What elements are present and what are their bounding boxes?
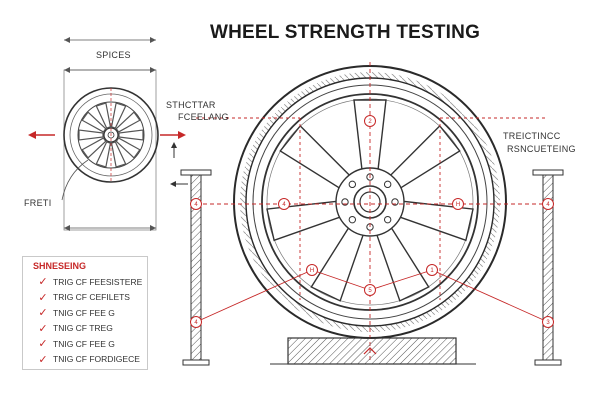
marker-right-post-bottom: 3: [542, 316, 554, 328]
svg-text:4: 4: [194, 202, 198, 208]
lug-nut: [348, 215, 357, 224]
marker-left-post-bottom: 4: [190, 316, 202, 328]
checklist-panel: SHNESEING ✓TRIG CF FEESISTERE ✓TRIG CF C…: [22, 256, 148, 370]
reference-wheel: [28, 37, 186, 231]
lug-nut: [383, 180, 392, 189]
svg-text:H: H: [310, 268, 314, 274]
marker-top: 2: [364, 115, 376, 127]
reference-spoke: [115, 137, 141, 159]
checklist-item: ✓TRIG CF CEFILETS: [23, 290, 147, 306]
label-struct-top: STHCTTAR: [166, 100, 216, 110]
up-arrow-icon: [171, 142, 177, 148]
diagram-title: WHEEL STRENGTH TESTING: [210, 22, 481, 43]
test-markers: 2 4 H H 1 5 4 4 4 3: [190, 115, 554, 328]
test-lines: [195, 62, 549, 360]
reference-spoke: [110, 102, 127, 129]
reference-spoke: [95, 102, 112, 129]
marker-lower-right: 1: [426, 264, 438, 276]
reference-spoke: [95, 141, 112, 168]
load-arrow-icon: [363, 347, 377, 355]
checklist-item: ✓TNIG CF FEE G: [23, 305, 147, 321]
marker-right-post-top: 4: [542, 198, 554, 210]
svg-text:4: 4: [546, 202, 550, 208]
lug-nuts: [341, 173, 399, 231]
check-icon: ✓: [38, 353, 48, 366]
spokes: [266, 99, 474, 302]
left-arrow-icon: [170, 181, 176, 187]
checklist-item: ✓TRIG CF FEESISTERE: [23, 274, 147, 290]
right-support-post: [532, 169, 564, 366]
svg-text:H: H: [456, 202, 460, 208]
svg-text:4: 4: [282, 202, 286, 208]
marker-right-hub: H: [452, 198, 464, 210]
leader-line: [61, 159, 89, 201]
svg-text:1: 1: [430, 268, 434, 274]
check-icon: ✓: [38, 291, 48, 304]
checklist-item: ✓TNIG CF FEE G: [23, 336, 147, 352]
label-right-bottom: RSNCUETEING: [507, 144, 576, 154]
base-block: [270, 337, 476, 365]
force-arrow-right: [178, 131, 186, 139]
marker-left-post-top: 4: [190, 198, 202, 210]
checklist-items: ✓TRIG CF FEESISTERE ✓TRIG CF CEFILETS ✓T…: [23, 274, 147, 367]
svg-text:4: 4: [194, 320, 198, 326]
force-arrow-left: [28, 131, 36, 139]
reference-spoke: [81, 111, 107, 133]
svg-text:3: 3: [546, 320, 550, 326]
svg-text:5: 5: [368, 288, 372, 294]
check-icon: ✓: [38, 307, 48, 320]
marker-bottom: 5: [364, 284, 376, 296]
marker-left-hub: 4: [278, 198, 290, 210]
reference-spoke: [110, 141, 127, 168]
reference-spoke: [118, 129, 144, 141]
checklist-item: ✓TNIG CF TREG: [23, 321, 147, 337]
label-right-top: TREICTINCC: [503, 131, 561, 141]
reference-spoke: [115, 111, 141, 133]
check-icon: ✓: [38, 338, 48, 351]
label-struct-bottom: FCEELANG: [178, 112, 229, 122]
check-icon: ✓: [38, 276, 48, 289]
lug-nut: [383, 215, 392, 224]
label-fret: FRETI: [24, 198, 52, 208]
checklist-item: ✓TNIG CF FORDIGECE: [23, 352, 147, 368]
checklist-heading: SHNESEING: [33, 261, 87, 271]
lug-nut: [348, 180, 357, 189]
reference-spoke: [78, 129, 104, 141]
check-icon: ✓: [38, 322, 48, 335]
label-specs: SPICES: [96, 50, 131, 60]
left-support-post: [180, 169, 212, 366]
marker-lower-left: H: [306, 264, 318, 276]
svg-text:2: 2: [368, 119, 372, 125]
reference-spoke: [81, 137, 107, 159]
